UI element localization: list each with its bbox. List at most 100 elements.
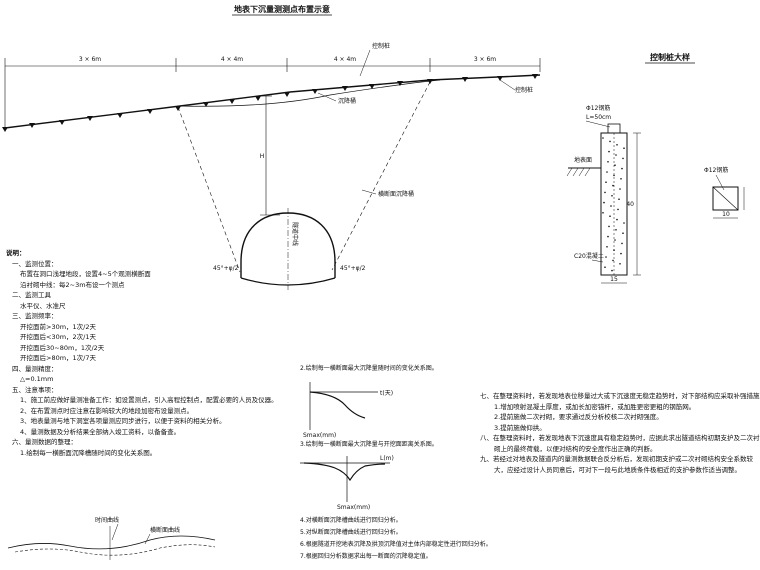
notes-right: 七、在整理资料时，若发现地表位移量过大或下沉速度无稳定趋势时，对下部结构应采取补…: [480, 391, 760, 475]
rebar-length-label: L=50cm: [586, 114, 611, 121]
concrete-dot: [615, 229, 617, 231]
concrete-dot: [621, 167, 623, 170]
ground-surface-line: [4, 74, 541, 129]
concrete-dot: [605, 256, 607, 258]
concrete-dot: [610, 205, 612, 207]
pile-width-label: 15: [610, 276, 618, 283]
note-mid-item5: 5.对纵断面沉降槽曲线进行回归分析。: [300, 528, 402, 536]
concrete-dot: [617, 208, 619, 211]
note-line: 八、在整理资料时，若发现地表下沉速度具有稳定趋势时，应据此求出隧道结构初期支护及…: [480, 434, 760, 442]
influence-line-label: 横断面沉降桶: [378, 190, 414, 198]
leader-rebar-right: [715, 174, 725, 191]
leader-rebar-top: [585, 120, 611, 128]
concrete-dot: [607, 235, 609, 238]
concrete-dot: [604, 191, 606, 194]
concrete-dot: [616, 144, 618, 146]
graph2-y-label: Smax(mm): [337, 504, 370, 511]
note-line: 说明：: [6, 249, 26, 257]
settlement-point-marker: [29, 123, 35, 128]
angle-label-right: 45°+φ/2: [340, 265, 366, 272]
settlement-point-marker: [229, 99, 235, 104]
settlement-point-label: 沉降桶: [338, 97, 356, 105]
leader-control-pile-2: [499, 79, 516, 91]
rebar-right-label: Φ12钢筋: [704, 166, 728, 174]
control-pile-label-1: 控制桩: [372, 42, 390, 50]
control-pile-label-2: 控制桩: [515, 86, 533, 94]
graph1-y-label: Smax(mm): [303, 432, 336, 439]
note-mid-item7: 7.根据回归分析数据求出每一断面的沉降稳定值。: [300, 552, 432, 560]
note-line: 开挖面后<30m，2次/1天: [20, 333, 97, 341]
concrete-dot: [612, 259, 614, 262]
note-line: 五、注意事项：: [12, 385, 58, 394]
concrete-dot: [613, 249, 615, 251]
concrete-dot: [620, 178, 622, 180]
dim-label-seg1: 3 × 6m: [79, 56, 101, 63]
note-line: 4、量测数据及分析结果全部纳入竣工资料，以备备查。: [20, 427, 181, 436]
pile-height-label: 40: [626, 201, 634, 208]
note-mid-item2: 2.绘制每一横断面最大沉降量随时间的变化关系图。: [300, 364, 438, 372]
leader-influence-line: [361, 189, 377, 195]
concrete-dot: [607, 161, 609, 163]
concrete-dot: [622, 157, 624, 160]
settlement-point-marker: [497, 76, 503, 81]
concrete-dot: [606, 246, 608, 248]
trough-sketch: 时间曲线 横断面曲线: [7, 516, 216, 560]
note-line: 2、在布置测点时应注意在影响较大的地段加密布设量测点。: [20, 406, 194, 415]
concrete-dot: [614, 239, 616, 241]
sketch-label-1: 时间曲线: [95, 516, 119, 524]
pile-cross-section: [712, 186, 739, 211]
note-line: 二、监测工具: [12, 291, 51, 299]
note-line: 1、施工前应做好量测准备工作：如设置测点，引入高程控制点，配置必要的人员及仪器。: [20, 396, 278, 404]
settlement-point-marker: [117, 113, 123, 118]
note-line: 七、在整理资料时，若发现地表位移量过大或下沉速度无稳定趋势时，对下部结构应采取补…: [480, 392, 760, 400]
graph-distance: L(m) Smax(mm): [300, 455, 394, 511]
graph2-x-label: L(m): [380, 455, 394, 462]
settlement-point-marker: [342, 86, 348, 91]
leader-control-pile-1: [359, 49, 371, 77]
influence-line-left: [177, 106, 241, 273]
note-line: 四、量测精度：: [12, 364, 58, 373]
settlement-point-marker: [462, 77, 468, 82]
concrete-label: C20混凝土: [574, 252, 604, 260]
concrete-dot: [608, 150, 610, 153]
concrete-dot: [623, 147, 625, 149]
dimension-ticks: [4, 58, 541, 128]
note-line: 六、量测数据的整理：: [12, 438, 77, 446]
note-line: △=0.1mm: [20, 375, 54, 383]
ground-surface-label: 地表面: [574, 156, 592, 164]
concrete-dot: [603, 201, 605, 204]
concrete-dot: [618, 198, 620, 200]
settlement-trough-curve: [179, 79, 441, 107]
leader-concrete: [591, 259, 604, 263]
note-line: 沿衬砌中线：每2~3m布设一个测点: [20, 280, 125, 289]
dim-label-seg2: 4 × 4m: [221, 56, 243, 63]
note-mid-item3: 3.绘制每一横断面最大沉降量与开挖面距离关系图。: [300, 440, 438, 448]
settlement-point-marker: [369, 84, 375, 89]
graph-time: t(天) Smax(mm): [303, 382, 393, 439]
concrete-dot: [605, 181, 607, 183]
concrete-dot: [621, 242, 623, 245]
note-line: 一、监测位置：: [12, 259, 58, 268]
settlement-point-marker: [2, 127, 8, 132]
settlement-point-marker: [532, 74, 538, 79]
settlement-point-marker: [147, 109, 153, 114]
concrete-dot: [606, 171, 608, 173]
note-line: 3、地表量测与地下洞室各项量测应同步进行，以便于资料的相关分析。: [20, 417, 226, 425]
notes-left: 说明：一、监测位置：布置在洞口浅埋地段，设置4~5个观测横断面沿衬砌中线：每2~…: [6, 248, 278, 458]
box-dim-label: 10: [722, 211, 730, 218]
main-title: 地表下沉量测测点布置示意: [234, 4, 330, 14]
note-line: 2.提前施做二次衬砌，要求通过反分析校核二次衬砌强度。: [494, 413, 663, 421]
concrete-dot: [622, 232, 624, 234]
angle-label-left: 45°+φ/2: [213, 265, 239, 272]
concrete-dot: [608, 225, 610, 228]
concrete-dot: [609, 215, 611, 217]
concrete-dot: [602, 137, 604, 139]
note-line: 1.增加喷射混凝土厚度，或加长加密锚杆，或加胜更密更粗的钢筋网。: [494, 402, 696, 411]
settlement-point-marker: [87, 116, 93, 121]
concrete-dot: [609, 140, 611, 143]
concrete-dot: [611, 269, 613, 272]
settlement-point-marker: [203, 102, 209, 107]
concrete-dot: [602, 212, 604, 214]
